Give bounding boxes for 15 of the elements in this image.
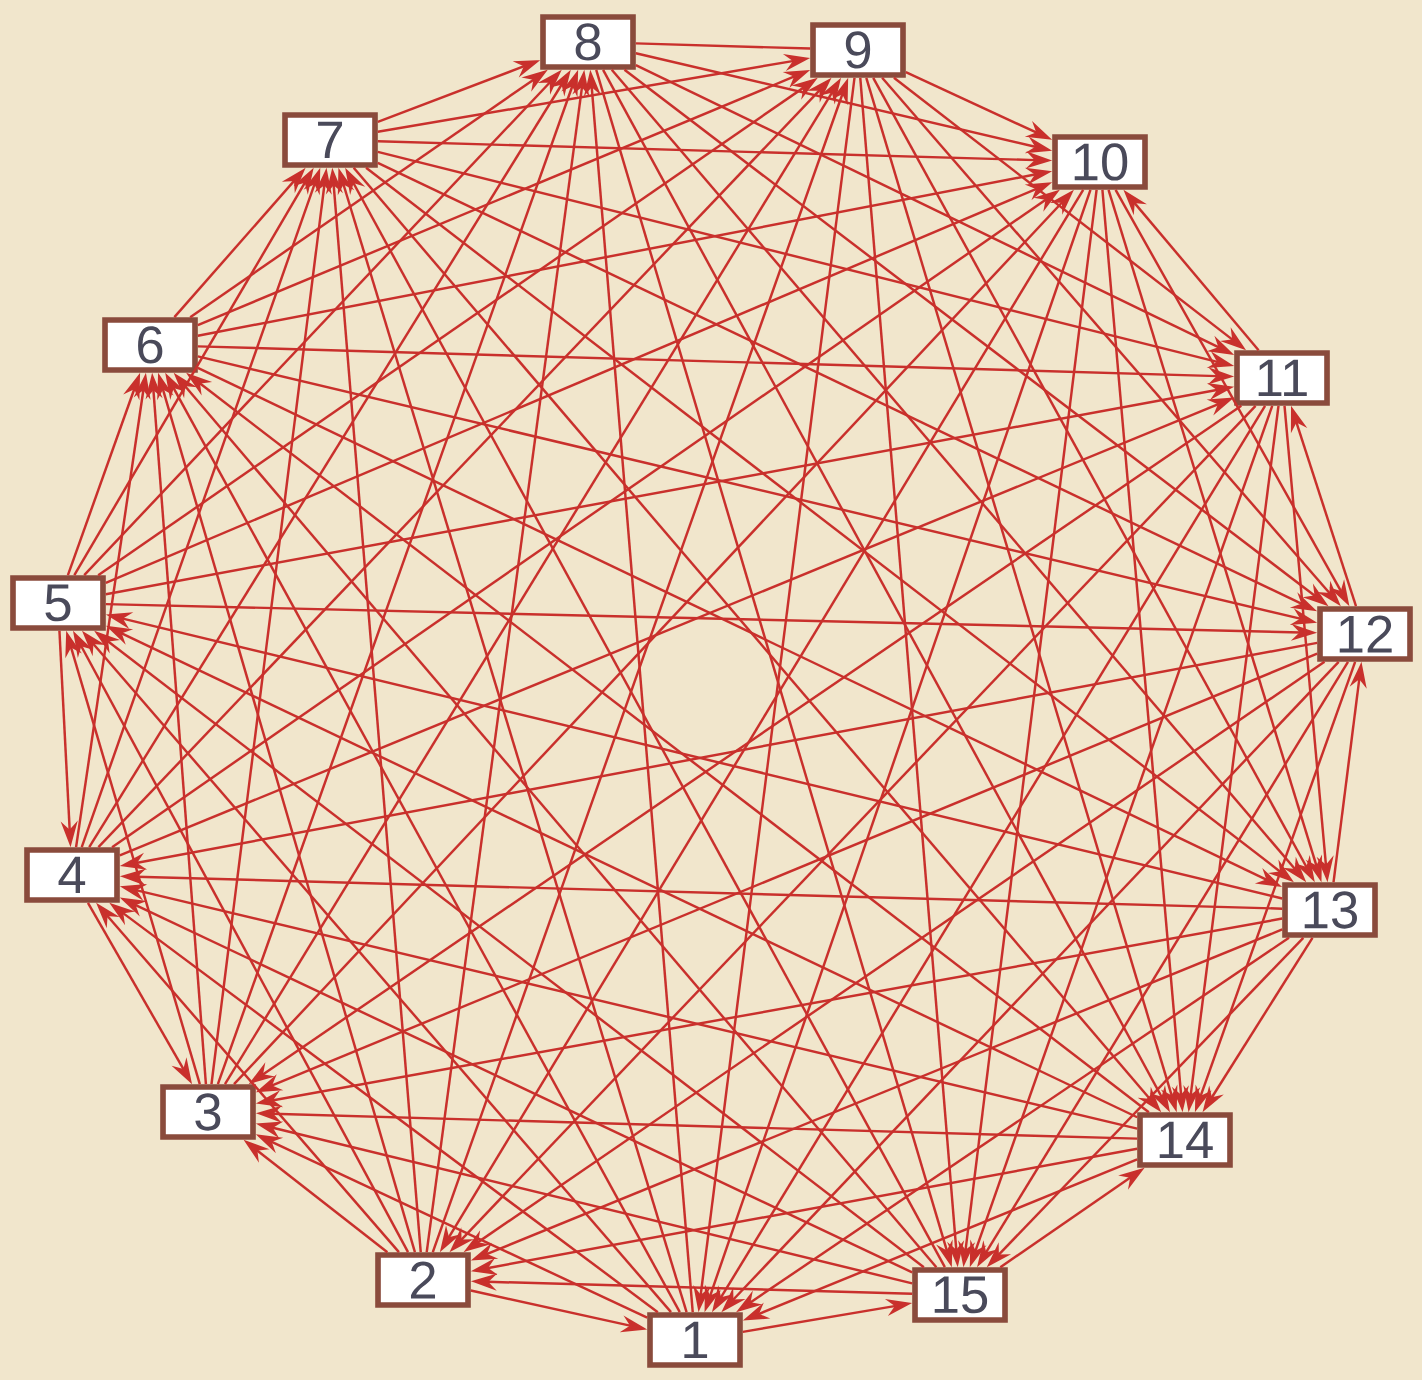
number-box: 12 — [1317, 606, 1413, 662]
number-box: 3 — [160, 1084, 256, 1140]
number-box: 7 — [282, 112, 378, 168]
number-box: 5 — [10, 575, 106, 631]
number-box: 4 — [24, 847, 120, 903]
number-box: 9 — [810, 22, 906, 78]
number-box: 14 — [1137, 1112, 1233, 1168]
number-box: 13 — [1282, 882, 1378, 938]
number-box: 1 — [647, 1312, 743, 1368]
number-box: 15 — [912, 1267, 1008, 1323]
number-box: 2 — [375, 1252, 471, 1308]
number-box: 10 — [1052, 134, 1148, 190]
number-box: 8 — [540, 14, 636, 70]
number-box: 11 — [1234, 350, 1330, 406]
number-box: 6 — [102, 317, 198, 373]
